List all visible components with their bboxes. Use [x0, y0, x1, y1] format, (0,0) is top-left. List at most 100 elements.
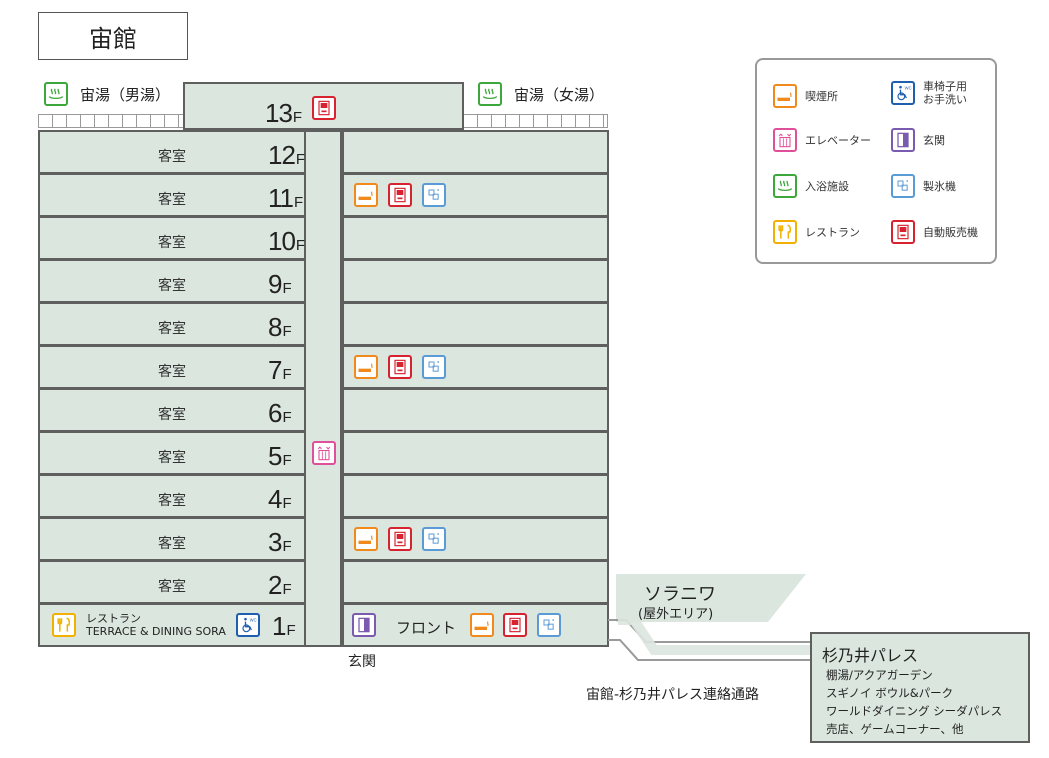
vending-machine-icon — [891, 220, 915, 244]
bath-icon — [44, 82, 68, 106]
floor-row-right — [342, 431, 609, 475]
elevator-icon — [773, 128, 797, 152]
floor-row-right — [342, 302, 609, 346]
floor-row-left: 客室 8F — [38, 302, 306, 346]
soraniwa-area — [616, 574, 806, 622]
restaurant-icon — [773, 220, 797, 244]
corridor-label: 宙館-杉乃井パレス連絡通路 — [586, 687, 760, 703]
legend-item-entrance: 玄関 — [891, 128, 945, 152]
suginoi-palace: 杉乃井パレス 棚湯/アクアガーデン スギノイ ボウル&パーク ワールドダイニング… — [810, 632, 1030, 743]
palace-item: 棚湯/アクアガーデン — [826, 668, 933, 682]
floor-row-left: 客室 4F — [38, 474, 306, 518]
vending-machine-icon — [503, 613, 527, 637]
legend-label-line: 車椅子用 — [923, 80, 967, 93]
floor-number: 8F — [268, 312, 292, 342]
bath-icon — [478, 82, 502, 106]
svg-text:WC: WC — [905, 86, 912, 91]
vending-machine-icon — [388, 527, 412, 551]
floor-13: 13F — [183, 82, 464, 130]
floor-row-left: 客室 7F — [38, 345, 306, 389]
floor-number: 5F — [268, 441, 292, 471]
room-label: 客室 — [158, 278, 186, 294]
floor-number: 2F — [268, 570, 292, 600]
floor-number: 12F — [268, 140, 305, 170]
palace-item: スギノイ ボウル&パーク — [826, 686, 954, 700]
room-label: 客室 — [158, 579, 186, 595]
floor-row-right — [342, 388, 609, 432]
room-label: 客室 — [158, 321, 186, 337]
wheelchair-wc-icon: WC — [891, 81, 915, 105]
floor-number: 3F — [268, 527, 292, 557]
legend-label-line: お手洗い — [923, 93, 967, 106]
legend-label: 入浴施設 — [805, 180, 849, 193]
floor-number: 9F — [268, 269, 292, 299]
floor-number: 1F — [272, 611, 296, 641]
connecting-corridor — [608, 615, 813, 661]
legend-label: 喫煙所 — [805, 90, 838, 103]
room-label: 客室 — [158, 536, 186, 552]
restaurant-icon — [52, 613, 76, 637]
legend-label: 製氷機 — [923, 180, 956, 193]
legend-item-wheelchair-wc: WC 車椅子用お手洗い — [891, 80, 967, 106]
floor-number: 13F — [265, 98, 302, 128]
entrance-door-icon — [352, 613, 376, 637]
floor-1-right: フロント — [342, 603, 609, 647]
room-label: 客室 — [158, 450, 186, 466]
palace-item: 売店、ゲームコーナー、他 — [826, 722, 964, 736]
legend-label: 車椅子用お手洗い — [923, 80, 967, 106]
floor-number: 4F — [268, 484, 292, 514]
ice-machine-icon — [537, 613, 561, 637]
wheelchair-wc-icon: WC — [236, 613, 260, 637]
smoking-icon — [470, 613, 494, 637]
bath-men-label: 宙湯（男湯） — [80, 86, 171, 104]
floor-number: 7F — [268, 355, 292, 385]
legend-item-vending: 自動販売機 — [891, 220, 978, 244]
legend-item-restaurant: レストラン — [773, 220, 860, 244]
floor-number: 10F — [268, 226, 305, 256]
floor-row-left: 客室 5F — [38, 431, 306, 475]
legend-item-ice: 製氷機 — [891, 174, 956, 198]
floor-number: 11F — [268, 183, 303, 213]
room-label: 客室 — [158, 407, 186, 423]
entrance-door-icon — [891, 128, 915, 152]
palace-item: ワールドダイニング シーダパレス — [826, 704, 1003, 718]
vending-machine-icon — [388, 355, 412, 379]
legend-item-smoking: 喫煙所 — [773, 84, 838, 108]
legend-item-bath: 入浴施設 — [773, 174, 849, 198]
ice-machine-icon — [891, 174, 915, 198]
floor-row-right — [342, 130, 609, 174]
floor-row-right — [342, 517, 609, 561]
room-label: 客室 — [158, 493, 186, 509]
floor-row-left: 客室 12F — [38, 130, 306, 174]
room-label: 客室 — [158, 149, 186, 165]
svg-text:WC: WC — [250, 618, 257, 623]
smoking-icon — [354, 183, 378, 207]
vending-machine-icon — [312, 96, 336, 120]
legend-item-elevator: エレベーター — [773, 128, 871, 152]
restaurant-name: TERRACE & DINING SORA — [86, 625, 226, 638]
room-label: 客室 — [158, 192, 186, 208]
room-label: 客室 — [158, 364, 186, 380]
legend-label: 自動販売機 — [923, 226, 978, 239]
restaurant-label: レストラン — [86, 612, 141, 625]
legend-label: エレベーター — [805, 134, 871, 147]
floor-row-right — [342, 474, 609, 518]
legend-label: レストラン — [805, 226, 860, 239]
legend-box: 喫煙所 WC 車椅子用お手洗い エレベーター 玄関 入浴施設 製氷機 レストラン… — [755, 58, 997, 264]
legend-label: 玄関 — [923, 134, 945, 147]
smoking-icon — [354, 355, 378, 379]
floor-row-right — [342, 259, 609, 303]
elevator-icon — [312, 441, 336, 465]
floor-row-left: 客室 2F — [38, 560, 306, 604]
vending-machine-icon — [388, 183, 412, 207]
building-title: 宙館 — [38, 12, 188, 60]
rooftop-railing-right — [463, 114, 608, 128]
entrance-label: 玄関 — [348, 654, 376, 670]
soraniwa-name: ソラニワ — [644, 584, 716, 605]
bath-women-label: 宙湯（女湯） — [514, 86, 605, 104]
smoking-icon — [354, 527, 378, 551]
bath-icon — [773, 174, 797, 198]
ice-machine-icon — [422, 183, 446, 207]
